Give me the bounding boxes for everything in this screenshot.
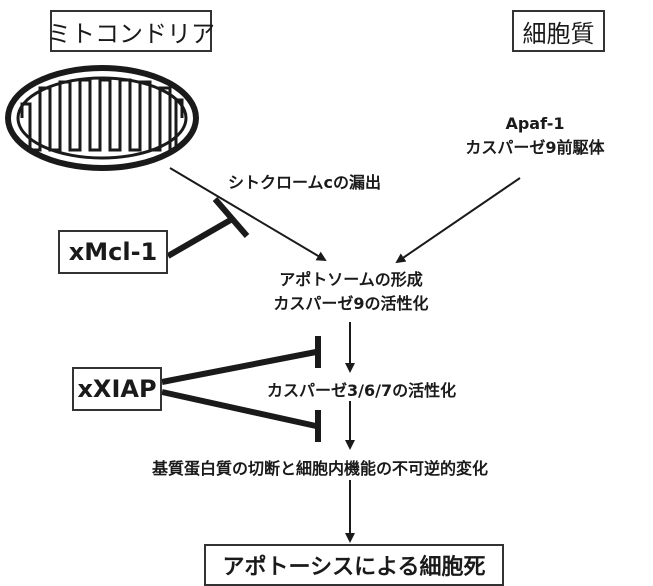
inhibition-bar-xmcl1: [212, 197, 250, 238]
substrate-cleavage-label: 基質蛋白質の切断と細胞内機能の不可逆的変化: [152, 459, 489, 478]
cytoplasm-precursors-label: Apaf-1 カスパーゼ9前駆体: [450, 112, 620, 160]
apoptotic-death-label: アポトーシスによる細胞死: [222, 555, 486, 580]
mitochondria-header-box: ミトコンドリア: [47, 10, 215, 52]
arrow-cytc-to-apoptosome: [169, 167, 327, 262]
cytoplasm-header-label: 細胞質: [522, 19, 595, 48]
xmcl1-box: xMcl-1: [58, 230, 168, 274]
mitochondrion-inner-ring: [16, 76, 188, 160]
arrow-apaf1-to-apoptosome: [395, 177, 521, 264]
caspase9-activation-label: カスパーゼ9の活性化: [273, 294, 429, 313]
xmcl1-label: xMcl-1: [68, 238, 158, 266]
caspase367-activation-label: カスパーゼ3/6/7の活性化: [267, 377, 457, 401]
xxiap-box: xXIAP: [72, 367, 162, 411]
apoptotic-death-box: アポトーシスによる細胞死: [204, 544, 504, 586]
mitochondrion-cristae: [20, 78, 184, 152]
cytoplasm-header-box: 細胞質: [512, 10, 605, 52]
xxiap-label: xXIAP: [77, 375, 157, 403]
apoptosome-label: アポトソームの形成: [279, 270, 423, 289]
inhibition-line-xmcl1: [166, 215, 236, 259]
cytc-release-label: シトクロームcの漏出: [228, 173, 382, 192]
inhibition-line-xxiap-lower: [161, 389, 317, 429]
mitochondrion-outer-membrane: [5, 65, 199, 171]
inhibition-line-xxiap-upper: [161, 349, 317, 385]
procaspase9-label: カスパーゼ9前駆体: [465, 138, 605, 157]
apoptosome-node-label: アポトソームの形成 カスパーゼ9の活性化: [236, 268, 466, 316]
mitochondria-header-label: ミトコンドリア: [47, 19, 215, 48]
apaf1-label: Apaf-1: [505, 114, 565, 133]
